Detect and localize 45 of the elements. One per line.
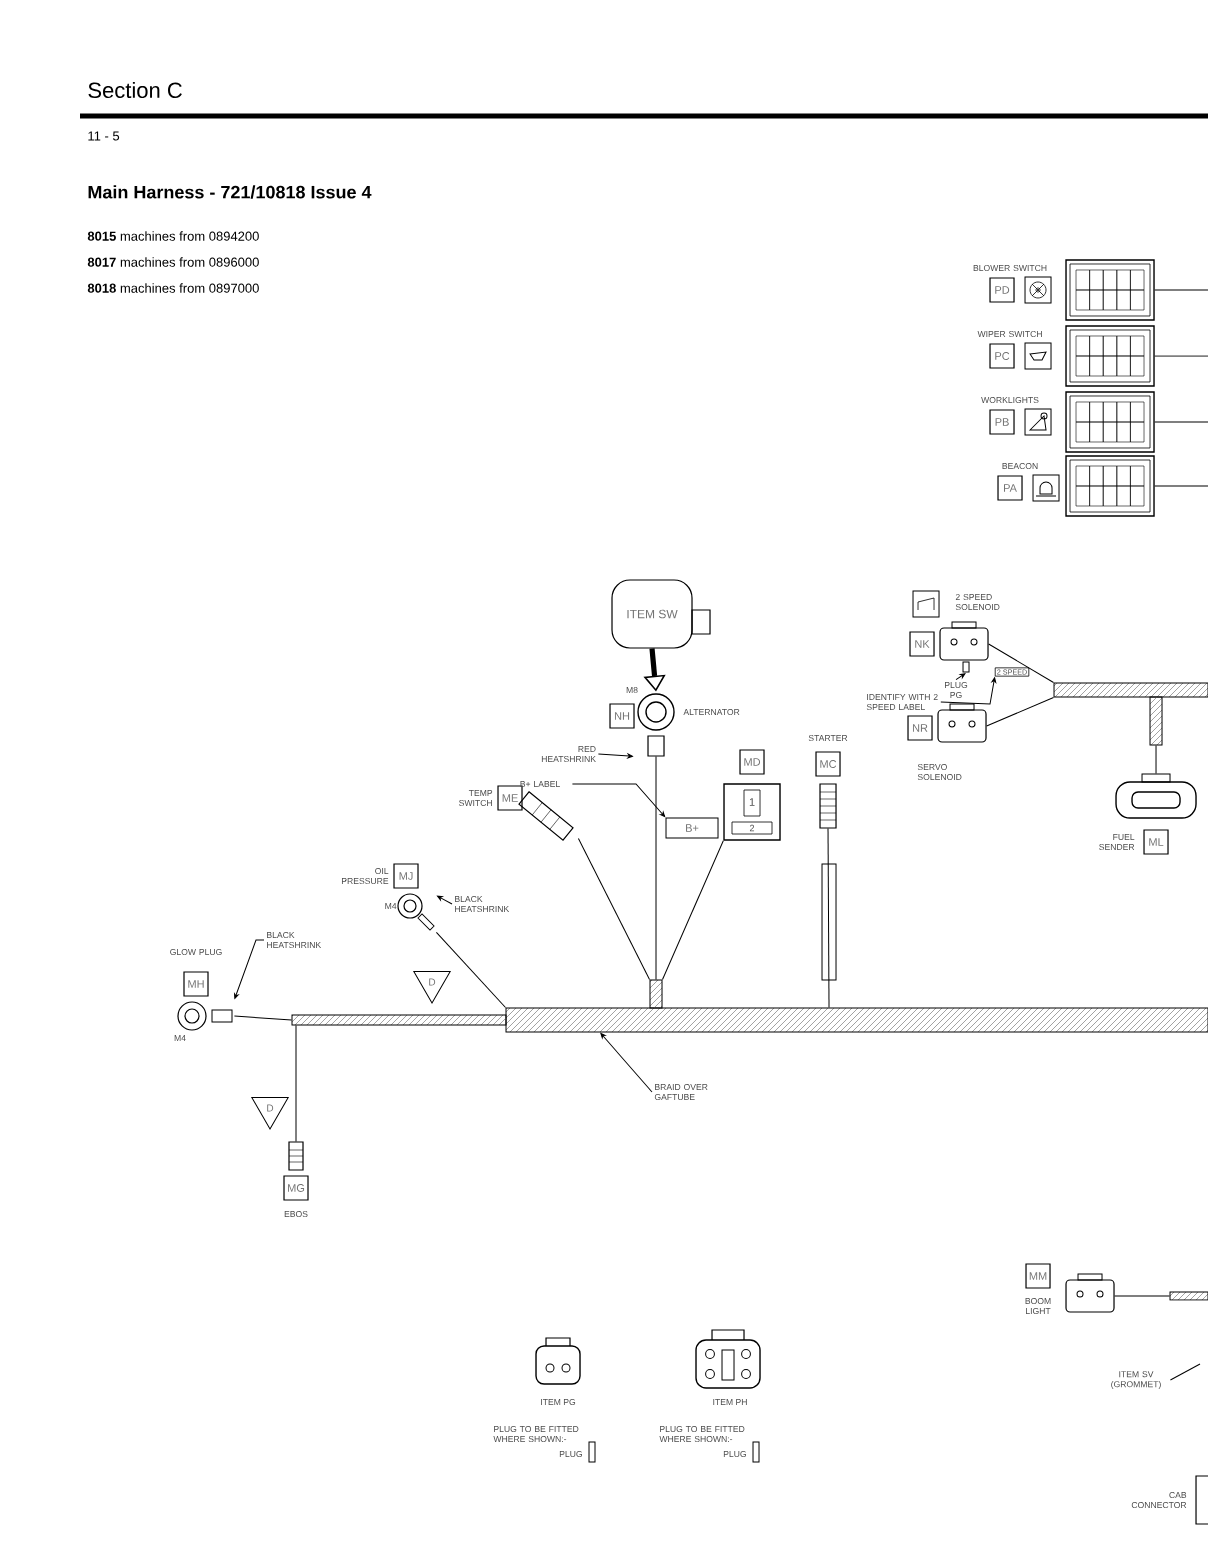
- wire: [986, 697, 1054, 727]
- wire: [233, 1015, 292, 1021]
- connector-drawing: [1065, 455, 1155, 517]
- leader-line: [234, 939, 265, 999]
- wire: [662, 840, 724, 980]
- wire: [1154, 355, 1208, 357]
- leader-line: [437, 895, 453, 905]
- wire: [988, 643, 1054, 683]
- connector-drawing: [1065, 391, 1155, 453]
- braided-harness: [1149, 696, 1163, 746]
- braided-harness: [1053, 682, 1208, 698]
- leader-line: [955, 673, 966, 681]
- braided-harness: [1169, 1291, 1208, 1301]
- connector-drawing: [723, 783, 781, 841]
- leader-line: [571, 783, 666, 818]
- wire: [1154, 289, 1208, 291]
- leader-line: [600, 1032, 653, 1093]
- connector-drawing: [397, 893, 435, 931]
- connector-drawing: [937, 703, 987, 743]
- wire: [827, 828, 830, 1008]
- wire: [1114, 1295, 1170, 1297]
- leader-line: [597, 753, 633, 759]
- leader-line: [1169, 1363, 1201, 1381]
- wire: [295, 1025, 297, 1142]
- wire: [655, 755, 657, 980]
- connector-drawing: [819, 783, 837, 829]
- leader-line: [940, 677, 997, 705]
- braided-harness: [291, 1014, 507, 1026]
- connector-drawing: [637, 693, 675, 757]
- connector-drawing: [1115, 773, 1197, 819]
- connector-drawing: [1065, 325, 1155, 387]
- wire: [577, 837, 650, 980]
- section-heading: Section C: [88, 81, 182, 99]
- braided-harness: [649, 979, 663, 1009]
- wire: [1154, 421, 1208, 423]
- braided-harness: [505, 1007, 1208, 1033]
- connector-drawing: [1065, 259, 1155, 321]
- wire: [1154, 485, 1208, 487]
- connector-drawing: [939, 621, 989, 661]
- connector-drawing: [1065, 1273, 1115, 1313]
- wire: [435, 931, 506, 1008]
- connector-drawing: [177, 1001, 233, 1031]
- wire: [1155, 745, 1157, 775]
- connector-drawing: [288, 1141, 304, 1171]
- title: Main Harness - 721/10818 Issue 4: [88, 185, 372, 199]
